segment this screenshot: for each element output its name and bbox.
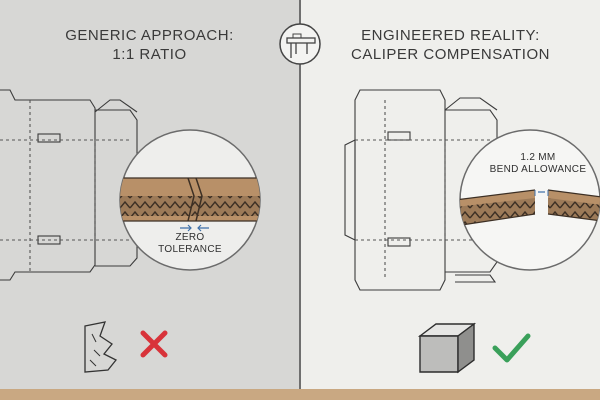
green-check-icon — [492, 333, 531, 363]
right-magnifier — [459, 129, 600, 271]
left-box-dieline — [0, 89, 138, 281]
caliper-icon — [279, 23, 321, 65]
left-panel-title: GENERIC APPROACH: 1:1 RATIO — [0, 26, 299, 64]
left-title-line2: 1:1 RATIO — [112, 46, 187, 63]
left-callout-label: ZERO TOLERANCE — [150, 232, 230, 256]
right-title-line1: ENGINEERED REALITY: — [361, 27, 540, 44]
left-callout-line2: TOLERANCE — [158, 244, 222, 255]
center-divider — [299, 0, 301, 389]
right-callout-line1: 1.2 MM — [520, 152, 556, 163]
right-panel-title: ENGINEERED REALITY: CALIPER COMPENSATION — [301, 26, 600, 64]
right-callout-label: 1.2 MM BEND ALLOWANCE — [488, 152, 588, 176]
left-callout-line1: ZERO — [175, 232, 205, 243]
red-x-icon — [140, 330, 168, 358]
right-title-line2: CALIPER COMPENSATION — [351, 46, 550, 63]
folded-box-icon — [417, 322, 477, 374]
left-title-line1: GENERIC APPROACH: — [65, 27, 234, 44]
right-callout-line2: BEND ALLOWANCE — [489, 164, 587, 175]
right-box-dieline — [344, 89, 498, 291]
left-magnifier — [119, 129, 261, 271]
crushed-edge-icon — [84, 321, 118, 373]
